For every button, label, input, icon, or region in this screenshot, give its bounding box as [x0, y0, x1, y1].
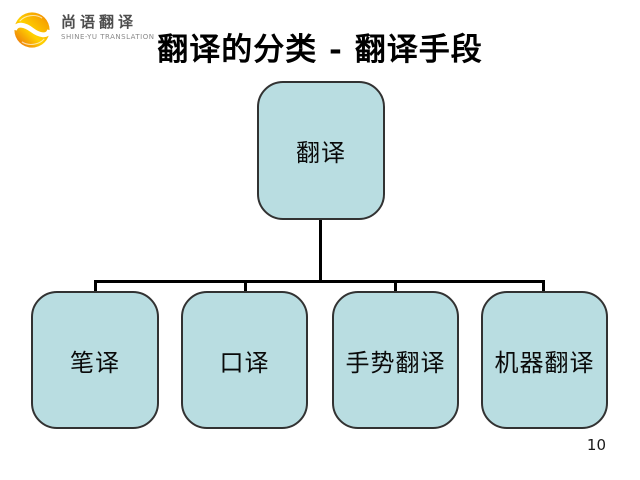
connector-horizontal-bar — [94, 280, 545, 283]
connector-drop-1 — [94, 280, 97, 292]
root-node-label: 翻译 — [296, 139, 346, 167]
child-node-box-4: 机器翻译 — [481, 291, 608, 429]
child-node-label: 口译 — [219, 348, 270, 377]
root-node-box: 翻译 — [257, 81, 385, 220]
page-number: 10 — [586, 436, 606, 454]
connector-drop-2 — [244, 280, 247, 292]
child-node-box-1: 笔译 — [31, 291, 159, 429]
connector-drop-3 — [394, 280, 397, 292]
child-node-label: 机器翻译 — [494, 348, 595, 377]
child-node-box-3: 手势翻译 — [332, 291, 459, 429]
connector-drop-4 — [542, 280, 545, 292]
logo-text: 尚语翻译 SHINE-YU TRANSLATION — [61, 8, 155, 42]
child-node-label: 手势翻译 — [345, 348, 446, 377]
logo-subtitle: SHINE-YU TRANSLATION — [61, 33, 155, 41]
logo-name: 尚语翻译 — [61, 13, 138, 31]
child-node-box-2: 口译 — [181, 291, 308, 429]
connector-root-vertical — [319, 219, 322, 283]
logo: 尚语翻译 SHINE-YU TRANSLATION — [8, 8, 154, 52]
slide-title: 翻译的分类 - 翻译手段 — [157, 32, 483, 68]
child-node-label: 笔译 — [70, 348, 120, 377]
swirl-icon — [12, 12, 52, 48]
